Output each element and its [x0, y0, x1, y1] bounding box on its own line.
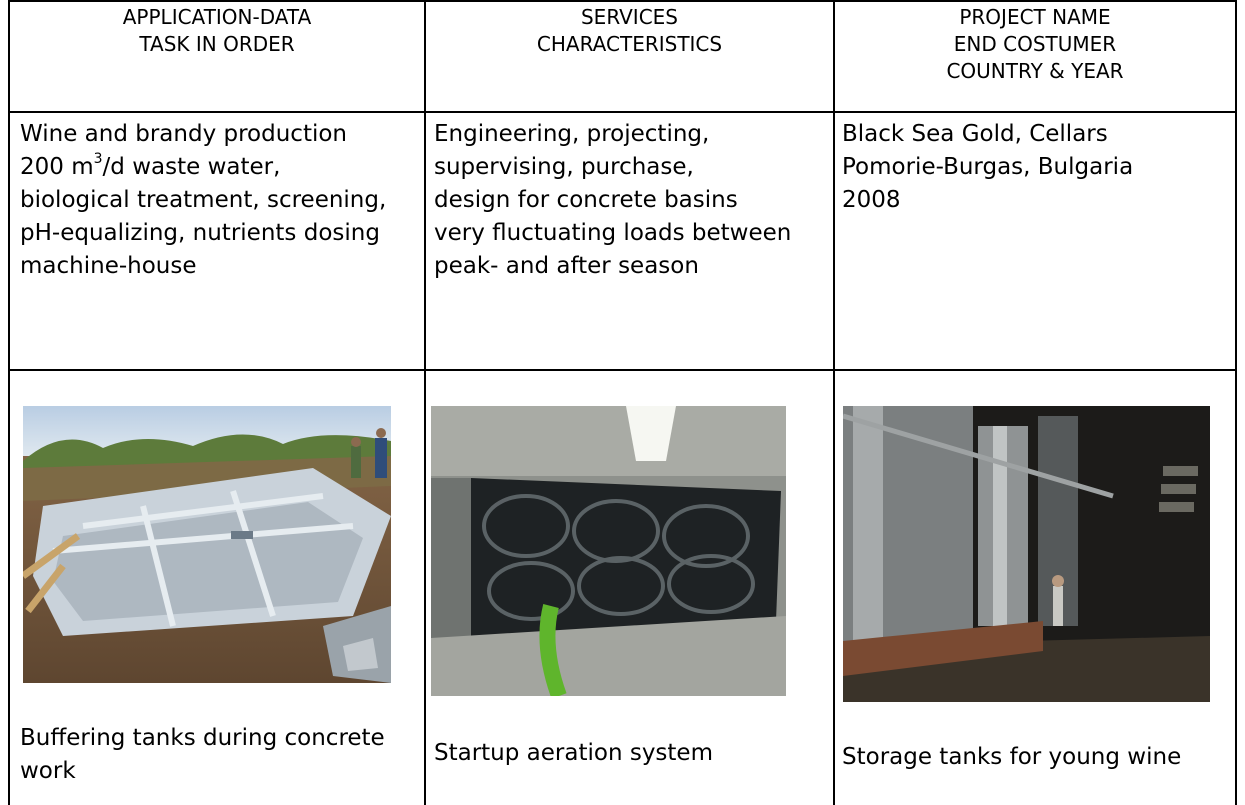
reference-table: APPLICATION-DATA TASK IN ORDER SERVICES … [8, 0, 1237, 805]
caption-aeration-system: Startup aeration system [434, 740, 713, 766]
cell-application-data: Wine and brandy production 200 m3/d wast… [20, 121, 387, 279]
header-cell-application: APPLICATION-DATA TASK IN ORDER [122, 5, 312, 56]
header-cell-project: PROJECT NAME END COSTUMER COUNTRY & YEAR [946, 5, 1124, 83]
photo-aeration-system [431, 406, 786, 696]
photo-buffering-tanks [23, 406, 391, 683]
row-divider-1 [8, 111, 1237, 113]
table-border-right [1235, 0, 1237, 805]
table-border-top [8, 0, 1237, 2]
column-divider-1 [424, 0, 426, 805]
photo-storage-tanks [843, 406, 1210, 702]
cell-services: Engineering, projecting, supervising, pu… [434, 121, 792, 279]
caption-buffering-tanks: Buffering tanks during concrete work [20, 725, 385, 784]
caption-storage-tanks: Storage tanks for young wine [842, 744, 1182, 770]
table-border-left [8, 0, 10, 805]
header-cell-services: SERVICES CHARACTERISTICS [536, 5, 723, 56]
cell-project: Black Sea Gold, Cellars Pomorie-Burgas, … [842, 121, 1134, 213]
column-divider-2 [833, 0, 835, 805]
row-divider-2 [8, 369, 1237, 371]
